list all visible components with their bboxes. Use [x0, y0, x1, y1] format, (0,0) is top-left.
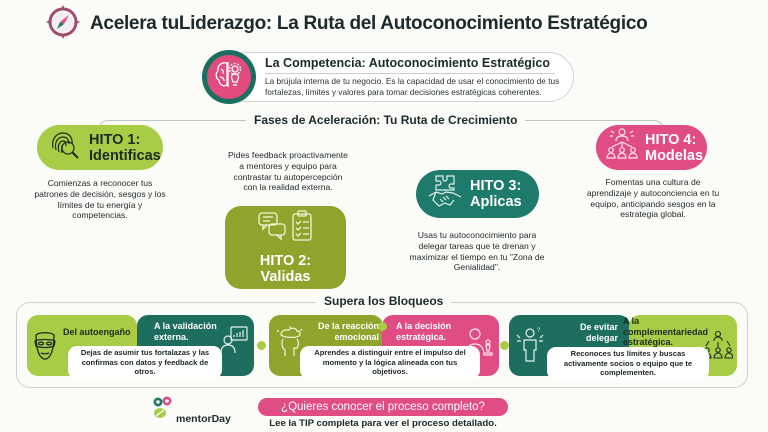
connector-dot — [378, 322, 387, 331]
milestone-4: HITO 4: Modelas — [596, 125, 707, 170]
blocks-section-title: Supera los Bloqueos — [316, 294, 452, 308]
milestone-number: HITO 4: — [645, 131, 697, 148]
milestone-label: HITO 2: Validas — [260, 253, 311, 285]
block-3-note: Reconoces tus límites y buscas activamen… — [547, 347, 709, 380]
mask-icon — [33, 329, 57, 366]
leader-team-icon — [605, 127, 639, 168]
block-1-note: Dejas de asumir tus fortalazas y las con… — [68, 346, 222, 379]
milestone-name: Validas — [260, 269, 311, 285]
competence-description: La brújula interna de tu negocio. Es la … — [265, 76, 560, 97]
milestone-name: Aplicas — [470, 194, 522, 210]
puzzle-handshake-icon — [426, 174, 464, 215]
milestone-1-description: Comienzas a reconocer tus patrones de de… — [34, 178, 166, 221]
header: Acelera tuLiderazgo: La Ruta del Autocon… — [44, 4, 648, 42]
milestone-2: HITO 2: Validas — [225, 206, 346, 289]
block-from-label: De evitar delegar — [579, 322, 618, 343]
logo-icon — [152, 396, 174, 425]
milestone-1: HITO 1: Identificas — [37, 125, 163, 170]
competence-title: La Competencia: Autoconocimiento Estraté… — [265, 56, 550, 70]
block-2-note: Aprendes a distinguir entre el impulso d… — [300, 346, 480, 379]
stressed-head-icon — [275, 325, 305, 364]
block-to-label: A la validación externa. — [154, 321, 217, 342]
mentorday-logo: mentorDay — [152, 396, 231, 425]
milestone-4-description: Fomentas una cultura de aprendizaje y au… — [586, 177, 720, 220]
connector-dot — [257, 341, 266, 350]
block-to-label: A la complementariedad estratégica. — [623, 316, 709, 347]
competence-icon-badge — [202, 50, 256, 104]
milestone-label: HITO 4: Modelas — [645, 132, 703, 164]
chat-checklist-icon — [257, 210, 315, 249]
milestone-label: HITO 3: Aplicas — [470, 178, 522, 210]
logo-text: mentorDay — [176, 413, 231, 425]
person-chess-icon — [464, 325, 494, 362]
cta-button[interactable]: ¿Quieres conocer el proceso completo? — [258, 398, 508, 416]
brain-gear-lightbulb-icon — [213, 60, 245, 95]
page-title: Acelera tuLiderazgo: La Ruta del Autocon… — [90, 13, 648, 34]
milestone-2-description: Pides feedback proactivamente a mentores… — [228, 150, 348, 193]
milestone-number: HITO 1: — [89, 131, 141, 148]
milestone-number: HITO 3: — [470, 178, 522, 194]
milestone-number: HITO 2: — [259, 253, 312, 269]
phases-section-title: Fases de Aceleración: Tu Ruta de Crecimi… — [246, 113, 526, 127]
block-from-label: De la reacción emocional — [317, 321, 379, 342]
milestone-name: Identificas — [89, 147, 161, 164]
confused-person-icon: ? — [515, 327, 545, 368]
milestone-name: Modelas — [645, 147, 704, 164]
competence-card — [222, 52, 574, 102]
block-to-label: A la decisión estratégica. — [396, 321, 452, 342]
milestone-3: HITO 3: Aplicas — [416, 170, 539, 218]
block-from-label: Del autoengaño — [63, 327, 131, 337]
milestone-3-description: Usas tu autoconocimiento para delegar ta… — [409, 230, 545, 273]
divider — [265, 73, 555, 74]
cta-subtext: Lee la TIP completa para ver el proceso … — [269, 418, 497, 429]
milestone-label: HITO 1: Identificas — [89, 132, 161, 164]
connector-dot — [500, 341, 509, 350]
compass-icon — [44, 3, 82, 46]
person-chart-icon — [219, 325, 249, 360]
svg-text:?: ? — [537, 328, 541, 334]
fingerprint-magnifier-icon — [47, 128, 83, 167]
